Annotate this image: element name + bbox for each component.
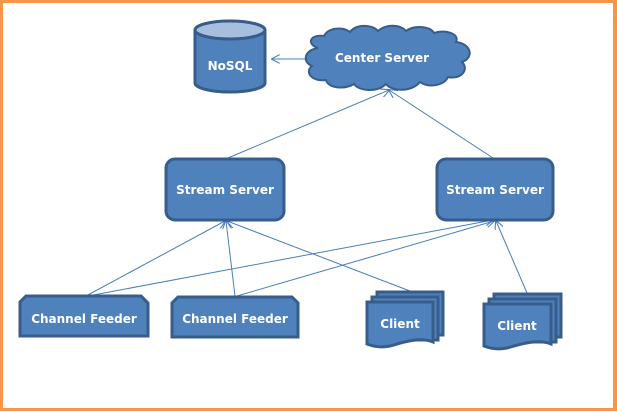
channel-feeder-1-label: Channel Feeder bbox=[31, 312, 137, 326]
edge-cf2-to-ss2 bbox=[236, 221, 494, 297]
client-1-label: Client bbox=[380, 317, 420, 331]
edge-ss2-to-center bbox=[389, 90, 494, 159]
database-icon bbox=[193, 30, 267, 94]
client-2-label: Client bbox=[497, 319, 537, 333]
channel-feeder-1-node[interactable]: Channel Feeder bbox=[18, 294, 150, 338]
stream-server-2-label: Stream Server bbox=[446, 183, 544, 197]
channel-feeder-2-label: Channel Feeder bbox=[182, 312, 288, 326]
center-server-label: Center Server bbox=[335, 51, 429, 65]
edge-client1-to-ss1 bbox=[227, 221, 411, 292]
stream-server-1-node[interactable]: Stream Server bbox=[164, 157, 286, 222]
stream-server-2-node[interactable]: Stream Server bbox=[435, 157, 555, 222]
client-2-node[interactable]: Client bbox=[482, 292, 563, 351]
stream-server-2-box bbox=[435, 157, 555, 222]
channel-feeder-1-box bbox=[18, 294, 150, 338]
client-1-node[interactable]: Client bbox=[365, 290, 445, 349]
channel-feeder-2-node[interactable]: Channel Feeder bbox=[170, 295, 300, 339]
edge-cf1-to-ss1 bbox=[85, 221, 225, 297]
nosql-node[interactable]: NoSQL bbox=[193, 19, 267, 94]
channel-feeder-2-box bbox=[170, 295, 300, 339]
cloud-icon bbox=[304, 24, 471, 91]
edge-cf2-to-ss1 bbox=[226, 221, 236, 297]
stream-server-1-label: Stream Server bbox=[176, 183, 274, 197]
edge-client2-to-ss2 bbox=[496, 221, 528, 294]
nosql-label: NoSQL bbox=[208, 59, 253, 73]
stream-server-1-box bbox=[164, 157, 286, 222]
edge-cf1-to-ss2 bbox=[87, 220, 493, 297]
edge-ss1-to-center bbox=[227, 90, 389, 159]
edges bbox=[85, 59, 528, 297]
database-top bbox=[193, 19, 267, 41]
center-server-node[interactable]: Center Server bbox=[304, 24, 471, 91]
document-front-icon bbox=[365, 300, 435, 349]
document-front-icon bbox=[482, 302, 553, 351]
